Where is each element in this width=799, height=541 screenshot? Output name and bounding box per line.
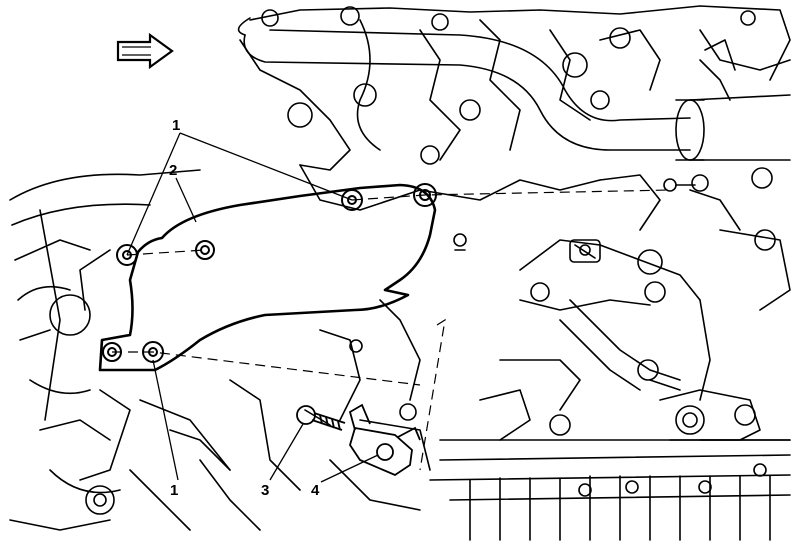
heat-shield-bracket (98, 183, 437, 372)
callout-2: 2 (169, 162, 178, 179)
knock-sensor (348, 403, 421, 477)
harness-connectors (453, 174, 709, 263)
engine-mount-bracket (479, 167, 791, 441)
bolt-part (296, 405, 346, 431)
coolant-pipe (237, 17, 791, 161)
callout-1-top: 1 (172, 117, 181, 134)
bracket-bolt-holes (102, 183, 437, 363)
callout-3: 3 (261, 482, 270, 499)
engine-side-detail (129, 299, 431, 531)
callout-1-bottom: 1 (170, 482, 179, 499)
callout-leaders (126, 132, 379, 483)
alignment-lines (112, 189, 671, 471)
arrow-right-icon (116, 32, 174, 70)
transmission-housing (9, 169, 231, 531)
oil-pan (429, 439, 791, 541)
callout-4: 4 (311, 482, 320, 499)
engine-block-outline (239, 5, 791, 211)
